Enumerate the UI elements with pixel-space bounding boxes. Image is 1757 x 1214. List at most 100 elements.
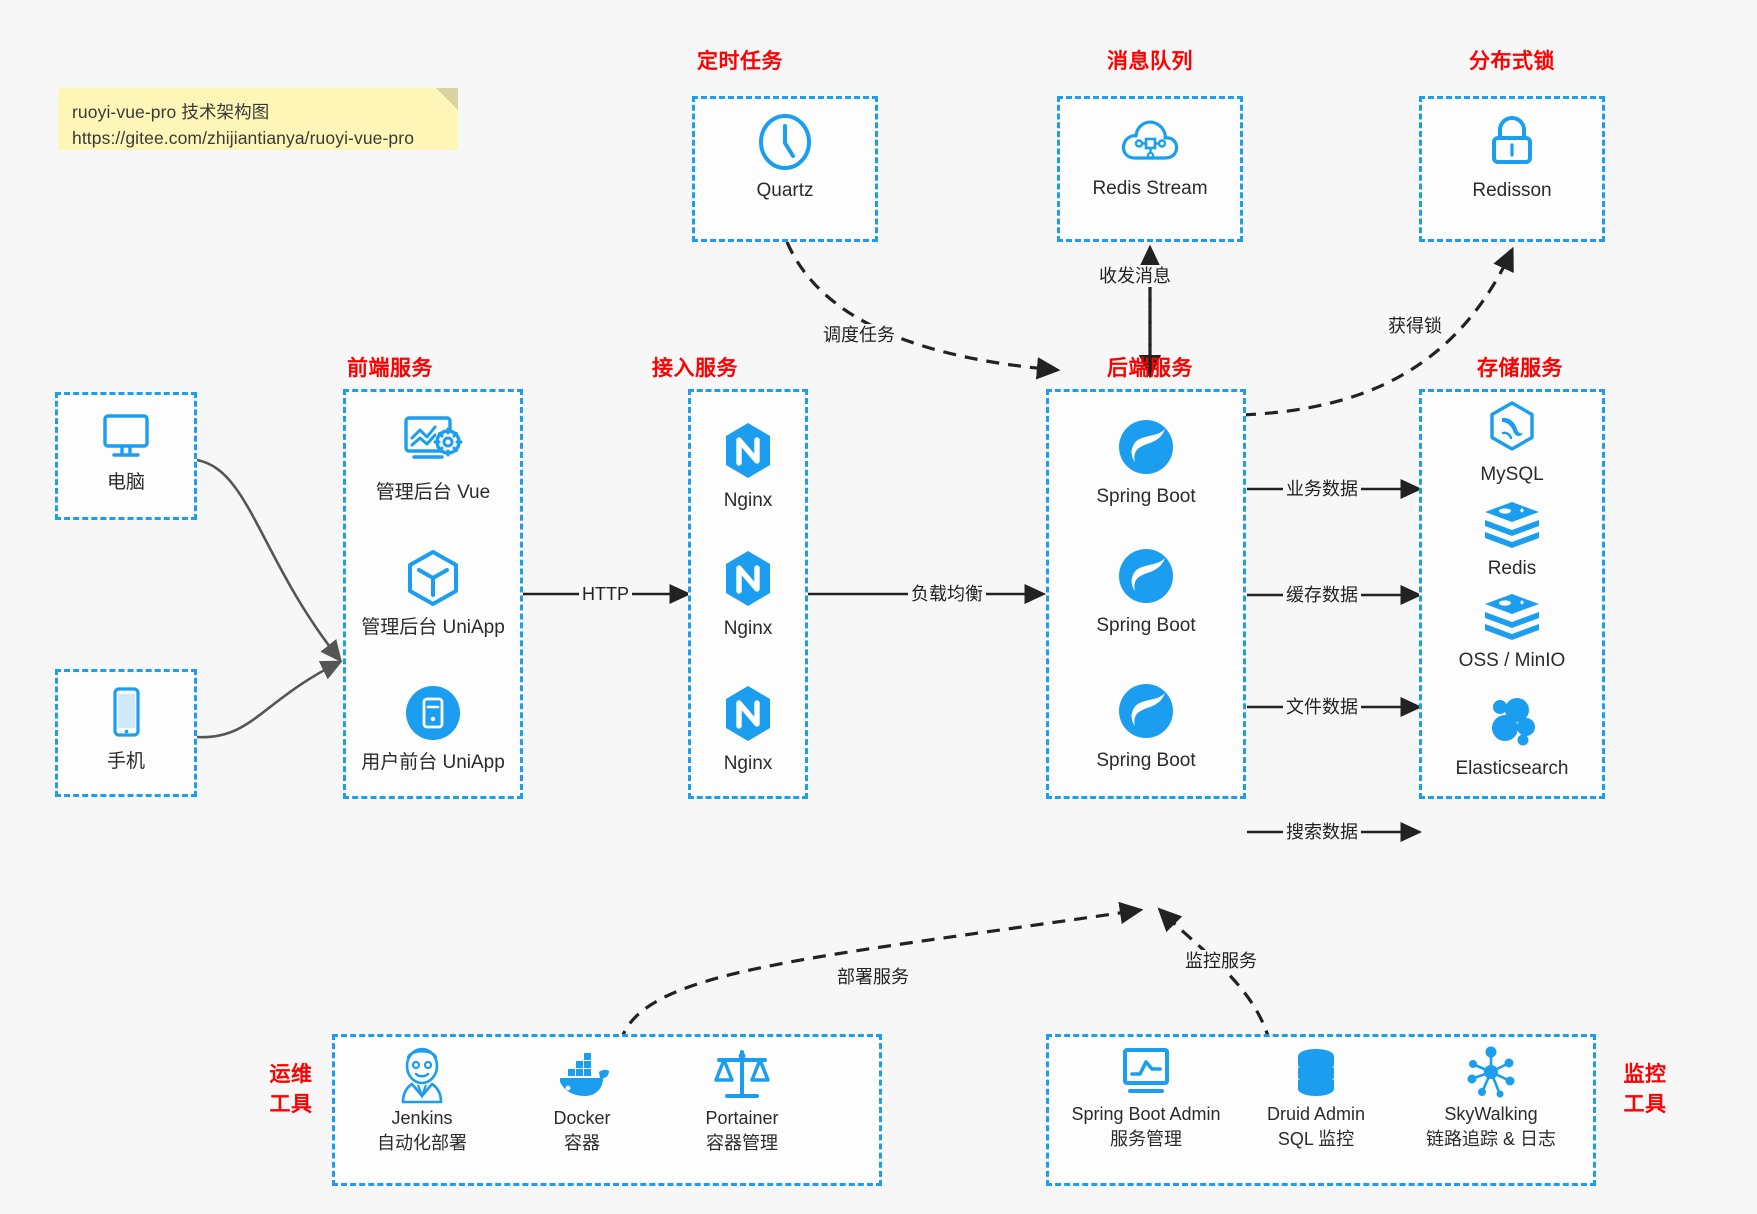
database-icon <box>1287 1044 1345 1102</box>
node-label-admin-uniapp: 管理后台 UniApp <box>361 617 505 638</box>
node-label-springboot-1: Spring Boot <box>1096 486 1196 507</box>
redis-stack-icon <box>1481 500 1543 550</box>
group-title-monitor-line2: 工具 <box>1623 1093 1667 1116</box>
edge-label-schedule-task: 调度任务 <box>820 324 898 346</box>
node-sublabel-jenkins: 自动化部署 <box>377 1133 467 1153</box>
node-label-elasticsearch: Elasticsearch <box>1455 758 1569 779</box>
docker-whale-icon <box>551 1044 613 1106</box>
node-label-redisson: Redisson <box>1472 180 1552 201</box>
node-quartz: Quartz <box>712 112 858 203</box>
node-sublabel-docker: 容器 <box>564 1133 600 1153</box>
edge-device-to-frontend <box>196 458 343 739</box>
portainer-scale-icon <box>711 1044 773 1106</box>
node-springboot-3: Spring Boot <box>1066 680 1226 773</box>
desktop-monitor-icon <box>97 408 155 464</box>
group-title-distributed-lock: 分布式锁 <box>1469 50 1555 73</box>
node-redisson: Redisson <box>1439 112 1585 203</box>
edge-label-monitor-service: 监控服务 <box>1182 950 1260 972</box>
node-label-redis: Redis <box>1487 558 1537 579</box>
node-sublabel-skywalking: 链路追踪 & 日志 <box>1425 1129 1556 1149</box>
group-title-monitor-line1: 监控 <box>1623 1063 1667 1086</box>
node-nginx-3: Nginx <box>693 683 803 776</box>
node-label-portainer: Portainer <box>705 1108 779 1128</box>
node-redis-stream: Redis Stream <box>1077 112 1223 201</box>
edge-label-http: HTTP <box>579 583 632 605</box>
group-title-monitor: 监控 工具 <box>1616 1060 1674 1120</box>
skywalking-node-icon <box>1461 1044 1521 1102</box>
jenkins-butler-icon <box>394 1044 450 1106</box>
note-title: ruoyi-vue-pro 技术架构图 <box>72 102 270 122</box>
uniapp-cube-icon <box>403 547 463 609</box>
node-label-skywalking: SkyWalking <box>1444 1104 1538 1124</box>
node-label-pc: 电脑 <box>106 472 145 493</box>
node-sublabel-spring-boot-admin: 服务管理 <box>1110 1129 1182 1149</box>
node-druid-admin: Druid Admin SQL 监控 <box>1236 1044 1396 1152</box>
node-label-spring-boot-admin: Spring Boot Admin <box>1071 1104 1221 1124</box>
node-jenkins: Jenkins 自动化部署 <box>342 1044 502 1156</box>
group-title-backend: 后端服务 <box>1107 357 1193 380</box>
elasticsearch-icon <box>1481 690 1543 750</box>
node-user-uniapp: 用户前台 UniApp <box>353 682 513 775</box>
group-box-devops <box>332 1034 882 1186</box>
node-elasticsearch: Elasticsearch <box>1432 690 1592 781</box>
node-label-jenkins: Jenkins <box>391 1108 453 1128</box>
edge-label-deploy-service: 部署服务 <box>834 966 912 988</box>
edge-label-send-receive-message: 收发消息 <box>1096 265 1174 287</box>
edge-label-search-data: 搜索数据 <box>1283 821 1361 843</box>
node-admin-vue: 管理后台 Vue <box>353 412 513 505</box>
group-title-devops-line2: 工具 <box>269 1093 313 1116</box>
lock-icon <box>1483 112 1541 172</box>
group-title-gateway: 接入服务 <box>652 357 738 380</box>
spring-leaf-icon <box>1115 416 1177 478</box>
node-nginx-1: Nginx <box>693 420 803 513</box>
node-label-nginx-3: Nginx <box>723 753 773 774</box>
spring-leaf-icon <box>1115 680 1177 742</box>
node-label-mysql: MySQL <box>1480 464 1544 485</box>
mysql-dolphin-icon <box>1483 400 1541 456</box>
nginx-icon <box>720 683 776 745</box>
cloud-stream-icon <box>1119 112 1181 170</box>
node-label-druid-admin: Druid Admin <box>1266 1104 1366 1124</box>
dashboard-gear-icon <box>400 412 466 474</box>
edge-storage-links <box>1247 478 1423 843</box>
node-label-admin-vue: 管理后台 Vue <box>375 482 491 503</box>
group-title-message-queue: 消息队列 <box>1107 50 1193 73</box>
edge-monitor-service <box>1157 907 1272 1044</box>
node-label-oss-minio: OSS / MinIO <box>1458 650 1566 671</box>
monitor-chart-icon <box>1116 1044 1176 1102</box>
diagram-note: ruoyi-vue-pro 技术架构图 https://gitee.com/zh… <box>58 88 458 150</box>
group-title-storage: 存储服务 <box>1477 357 1563 380</box>
spring-leaf-icon <box>1115 545 1177 607</box>
node-springboot-2: Spring Boot <box>1066 545 1226 638</box>
group-title-devops-line1: 运维 <box>269 1063 313 1086</box>
group-box-pc <box>55 392 197 520</box>
node-sublabel-portainer: 容器管理 <box>706 1133 778 1153</box>
node-label-user-uniapp: 用户前台 UniApp <box>361 752 505 773</box>
edge-label-business-data: 业务数据 <box>1283 478 1361 500</box>
smartphone-icon <box>102 685 150 743</box>
node-label-quartz: Quartz <box>756 180 814 201</box>
edge-label-acquire-lock: 获得锁 <box>1385 315 1445 337</box>
node-pc: 电脑 <box>70 408 182 495</box>
node-redis: Redis <box>1432 500 1592 581</box>
node-label-springboot-2: Spring Boot <box>1096 615 1196 636</box>
edge-label-load-balance: 负载均衡 <box>908 583 986 605</box>
node-label-mobile: 手机 <box>106 751 145 772</box>
group-title-frontend: 前端服务 <box>347 357 433 380</box>
node-nginx-2: Nginx <box>693 548 803 641</box>
node-label-springboot-3: Spring Boot <box>1096 750 1196 771</box>
node-label-nginx-2: Nginx <box>723 618 773 639</box>
edge-label-cache-data: 缓存数据 <box>1283 584 1361 606</box>
group-title-devops: 运维 工具 <box>262 1060 320 1120</box>
node-mobile: 手机 <box>70 685 182 774</box>
node-sublabel-druid-admin: SQL 监控 <box>1277 1129 1355 1149</box>
edge-label-file-data: 文件数据 <box>1283 696 1361 718</box>
edge-schedule-task <box>785 241 1061 380</box>
group-box-distributed-lock <box>1419 96 1605 242</box>
node-spring-boot-admin: Spring Boot Admin 服务管理 <box>1056 1044 1236 1152</box>
nginx-icon <box>720 420 776 482</box>
node-label-nginx-1: Nginx <box>723 490 773 511</box>
node-springboot-1: Spring Boot <box>1066 416 1226 509</box>
note-url: https://gitee.com/zhijiantianya/ruoyi-vu… <box>72 128 415 148</box>
